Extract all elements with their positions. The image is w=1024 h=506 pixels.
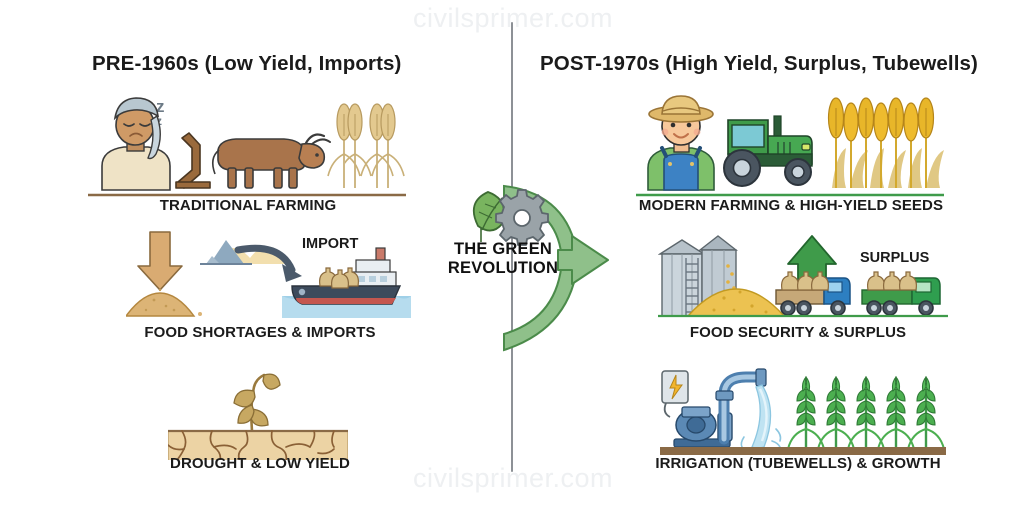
straw-hat-icon: [648, 95, 714, 123]
surplus-label: SURPLUS: [860, 250, 930, 266]
electric-panel-icon: [661, 370, 689, 418]
wooden-plough-icon: [175, 132, 211, 189]
large-grain-pile-icon: [686, 288, 786, 317]
caption-traditional-farming: TRADITIONAL FARMING: [159, 197, 337, 214]
food-security-surplus-art: SURPLUS: [657, 232, 948, 327]
happy-farmer-icon: [647, 95, 715, 191]
right-panel-title: POST-1970s (High Yield, Surplus, Tubewel…: [540, 52, 978, 75]
wilting-plant-icon: [233, 373, 281, 433]
green-revolution-badge: THE GREEN REVOLUTION: [432, 178, 622, 358]
caption-drought-low-yield: DROUGHT & LOW YIELD: [170, 455, 350, 472]
ground-line-left-1: [88, 186, 408, 204]
traditional-wheat-extra: [338, 92, 425, 197]
grain-sacks-icon: [331, 269, 349, 289]
healthy-green-crops-icon: [787, 375, 945, 450]
green-truck-icon: [861, 271, 941, 316]
pale-wheat-stalks-icon: [338, 103, 405, 188]
food-shortages-imports-art: IMPORT: [122, 228, 411, 323]
caption-modern-farming: MODERN FARMING & HIGH-YIELD SEEDS: [638, 197, 944, 214]
drought-low-yield-art: [167, 365, 349, 465]
green-tractor-icon: [723, 115, 813, 187]
modern-farming-art: [636, 92, 946, 197]
left-panel-title: PRE-1960s (Low Yield, Imports): [92, 52, 402, 75]
pipe-water-jet-icon: [715, 368, 782, 449]
ground-line-right-1: [636, 186, 946, 204]
curved-arrow-right-icon: [503, 184, 609, 352]
dense-golden-wheat-icon: [827, 97, 944, 188]
soil-strip: [660, 447, 946, 455]
pale-wheat-stalks-icon: [327, 103, 394, 188]
green-revolution-line1: THE GREEN: [453, 240, 553, 258]
caption-irrigation-growth: IRRIGATION (TUBEWELLS) & GROWTH: [655, 455, 941, 472]
caption-food-security: FOOD SECURITY & SURPLUS: [689, 324, 907, 341]
ox-icon: [211, 133, 331, 189]
lightning-bolt-icon: [669, 374, 683, 400]
gear-icon: [495, 189, 549, 246]
green-revolution-line2: REVOLUTION: [447, 259, 559, 278]
irrigation-growth-art: [660, 363, 946, 463]
small-grain-pile-icon: [122, 288, 202, 317]
import-label: IMPORT: [302, 236, 359, 252]
blue-truck-icon: [775, 271, 851, 316]
curved-arrow-icon: [234, 244, 302, 282]
svg-text:z: z: [156, 97, 165, 116]
watermark-bottom: civilsprimer.com: [413, 463, 614, 493]
vertical-divider: [511, 22, 513, 472]
traditional-farming-art: z z: [88, 92, 408, 197]
cargo-ship-icon: [291, 247, 402, 305]
caption-food-shortages: FOOD SHORTAGES & IMPORTS: [144, 324, 376, 341]
down-arrow-icon: [137, 231, 183, 291]
watermark-top: civilsprimer.com: [413, 3, 614, 33]
cracked-dry-soil-icon: [167, 429, 349, 462]
tired-farmer-icon: [101, 97, 171, 191]
ship-sack-extra: [328, 268, 358, 297]
grain-sacks-icon: [781, 271, 829, 291]
green-revolution-label: THE GREEN REVOLUTION: [440, 240, 566, 278]
grain-sacks-icon: [867, 271, 917, 291]
